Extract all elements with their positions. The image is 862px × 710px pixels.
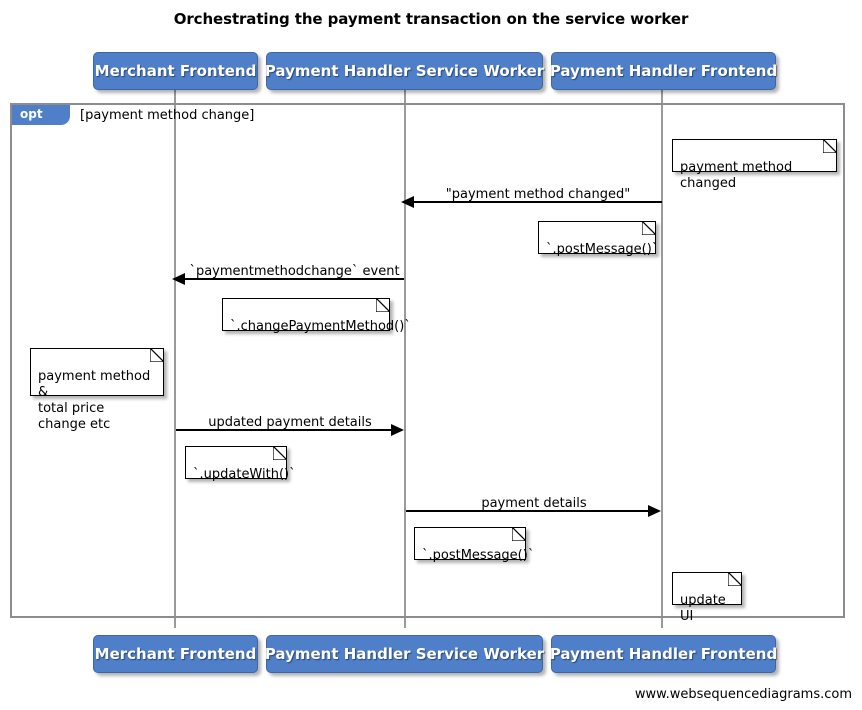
note-update-ui: update UI <box>672 572 742 624</box>
message-label-payment-method-changed: "payment method changed" <box>445 187 631 202</box>
note-updatewith: `.updateWith()` <box>185 446 296 482</box>
note-dogear-icon <box>823 139 837 153</box>
opt-fragment-condition: [payment method change] <box>80 108 255 123</box>
note-dogear-icon <box>512 527 526 541</box>
page-title: Orchestrating the payment transaction on… <box>173 10 689 28</box>
actor-label: Payment Handler Service Worker <box>264 645 545 663</box>
actor-label: Payment Handler Service Worker <box>264 62 545 80</box>
actor-merchant-frontend-bottom[interactable]: Merchant Frontend <box>93 635 258 673</box>
note-dogear-icon <box>273 446 287 460</box>
arrow-head-payment-details <box>648 505 661 517</box>
message-line-payment-details <box>406 510 648 512</box>
note-payment-method-changed: payment method changed <box>672 139 837 191</box>
lifeline-payment-handler-service-worker <box>404 90 406 628</box>
arrow-head-paymentmethodchange-event <box>172 273 185 285</box>
note-text: `.changePaymentMethod()` <box>230 319 411 334</box>
actor-payment-handler-frontend-top[interactable]: Payment Handler Frontend <box>549 52 778 90</box>
message-label-payment-details: payment details <box>481 496 587 511</box>
note-text: `.postMessage()` <box>546 242 659 257</box>
actor-payment-handler-service-worker-top[interactable]: Payment Handler Service Worker <box>264 52 545 90</box>
note-text: payment method changed <box>680 160 793 191</box>
arrow-head-updated-payment-details <box>391 424 404 436</box>
note-dogear-icon <box>728 572 742 586</box>
lifeline-merchant-frontend <box>174 90 176 628</box>
note-text: payment method & total price change etc <box>38 369 151 432</box>
message-line-paymentmethodchange-event <box>185 278 404 280</box>
note-postmessage-frontend: `.postMessage()` <box>538 221 659 257</box>
actor-merchant-frontend-top[interactable]: Merchant Frontend <box>93 52 258 90</box>
actor-label: Merchant Frontend <box>94 62 257 80</box>
note-changepaymentmethod: `.changePaymentMethod()` <box>222 298 411 334</box>
note-dogear-icon <box>642 221 656 235</box>
footer-watermark: www.websequencediagrams.com <box>634 687 852 702</box>
actor-payment-handler-frontend-bottom[interactable]: Payment Handler Frontend <box>549 635 778 673</box>
note-payment-method-total-price: payment method & total price change etc <box>30 348 164 432</box>
actor-label: Payment Handler Frontend <box>549 645 778 663</box>
opt-fragment-frame <box>10 103 845 618</box>
note-text: `.postMessage()` <box>422 548 535 563</box>
note-text: `.updateWith()` <box>193 467 296 482</box>
lifeline-payment-handler-frontend <box>661 90 663 628</box>
message-label-updated-payment-details: updated payment details <box>208 415 372 430</box>
message-line-payment-method-changed <box>414 201 662 203</box>
note-text: update UI <box>680 593 726 624</box>
note-postmessage-sw: `.postMessage()` <box>414 527 534 563</box>
actor-payment-handler-service-worker-bottom[interactable]: Payment Handler Service Worker <box>264 635 545 673</box>
message-line-updated-payment-details <box>176 429 391 431</box>
message-label-paymentmethodchange-event: `paymentmethodchange` event <box>189 264 400 279</box>
note-dogear-icon <box>150 348 164 362</box>
note-dogear-icon <box>376 298 390 312</box>
opt-fragment-tab: opt <box>12 105 70 125</box>
arrow-head-payment-method-changed <box>401 196 414 208</box>
actor-label: Merchant Frontend <box>94 645 257 663</box>
actor-label: Payment Handler Frontend <box>549 62 778 80</box>
